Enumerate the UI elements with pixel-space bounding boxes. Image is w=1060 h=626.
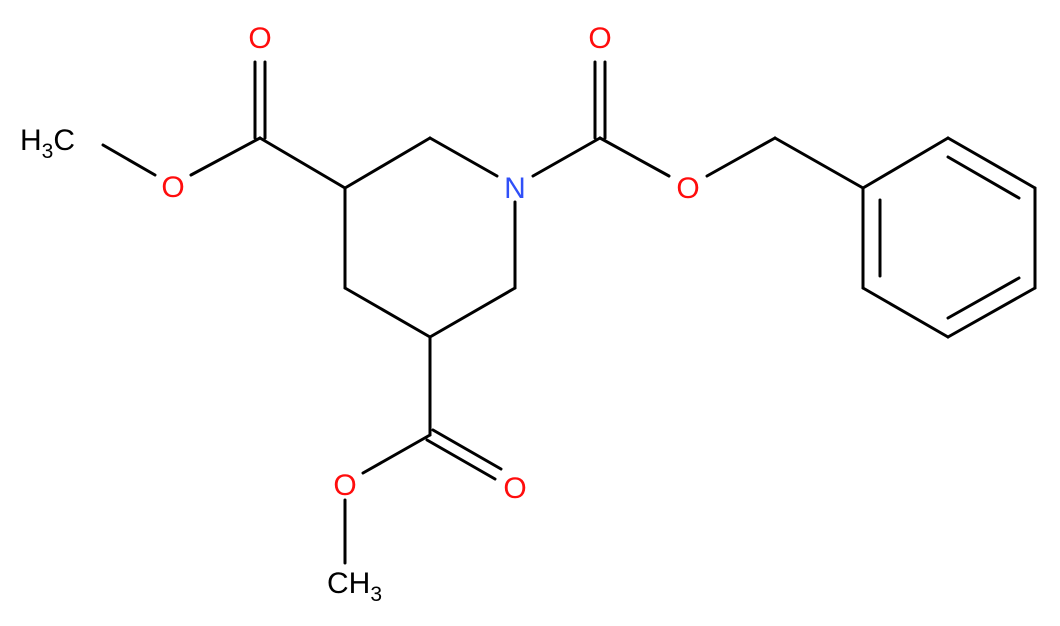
- bond: [343, 136, 432, 190]
- bond: [598, 136, 671, 178]
- bond: [258, 136, 347, 190]
- bond: [531, 136, 602, 178]
- bond: [861, 136, 950, 190]
- carbamate-group: [531, 60, 865, 190]
- oxygen-atom-label: O: [503, 472, 526, 505]
- bond: [361, 433, 432, 475]
- bond: [343, 286, 432, 339]
- bond: [946, 155, 1021, 200]
- bond: [431, 428, 503, 471]
- bond: [946, 286, 1037, 339]
- oxygen-atom-label: O: [248, 22, 271, 55]
- benzene-ring: [861, 136, 1037, 339]
- bond: [946, 136, 1037, 190]
- piperidine-ring: [343, 136, 517, 339]
- methyl-label: H3C: [20, 124, 75, 163]
- bond: [946, 276, 1021, 320]
- bond: [428, 286, 517, 339]
- bond: [705, 136, 777, 178]
- bond: [425, 438, 497, 481]
- oxygen-atom-label: O: [588, 22, 611, 55]
- bond: [189, 136, 262, 177]
- oxygen-atom-label: O: [333, 469, 356, 502]
- bond: [861, 286, 950, 339]
- bond: [428, 136, 499, 178]
- bottom-ester-group: [343, 335, 503, 565]
- oxygen-atom-label: O: [161, 171, 184, 204]
- bond: [773, 136, 865, 190]
- oxygen-atom-label: O: [676, 172, 699, 205]
- bond: [101, 143, 157, 177]
- methyl-label: CH3: [327, 567, 382, 606]
- top-left-ester-group: [101, 60, 347, 190]
- nitrogen-atom-label: N: [504, 172, 526, 205]
